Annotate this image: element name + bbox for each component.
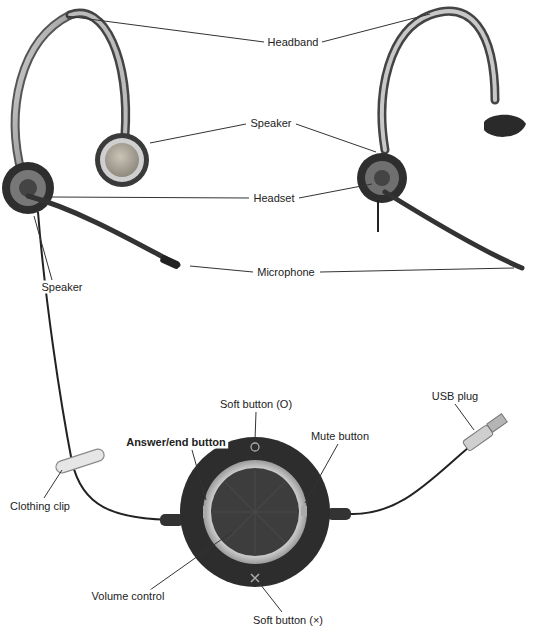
part-label: Mute button: [309, 430, 371, 443]
part-label: Soft button (×): [251, 614, 325, 627]
part-label: Soft button (O): [218, 398, 294, 411]
part-label: USB plug: [430, 390, 480, 403]
part-label: Microphone: [255, 266, 316, 279]
part-label: Speaker: [249, 117, 294, 130]
part-label: Volume control: [90, 590, 167, 603]
part-label: Headset: [252, 192, 297, 205]
part-label: Answer/end button: [124, 436, 228, 449]
part-label: Speaker: [40, 281, 85, 294]
part-label: Headband: [266, 36, 321, 49]
part-label: Clothing clip: [8, 500, 72, 513]
